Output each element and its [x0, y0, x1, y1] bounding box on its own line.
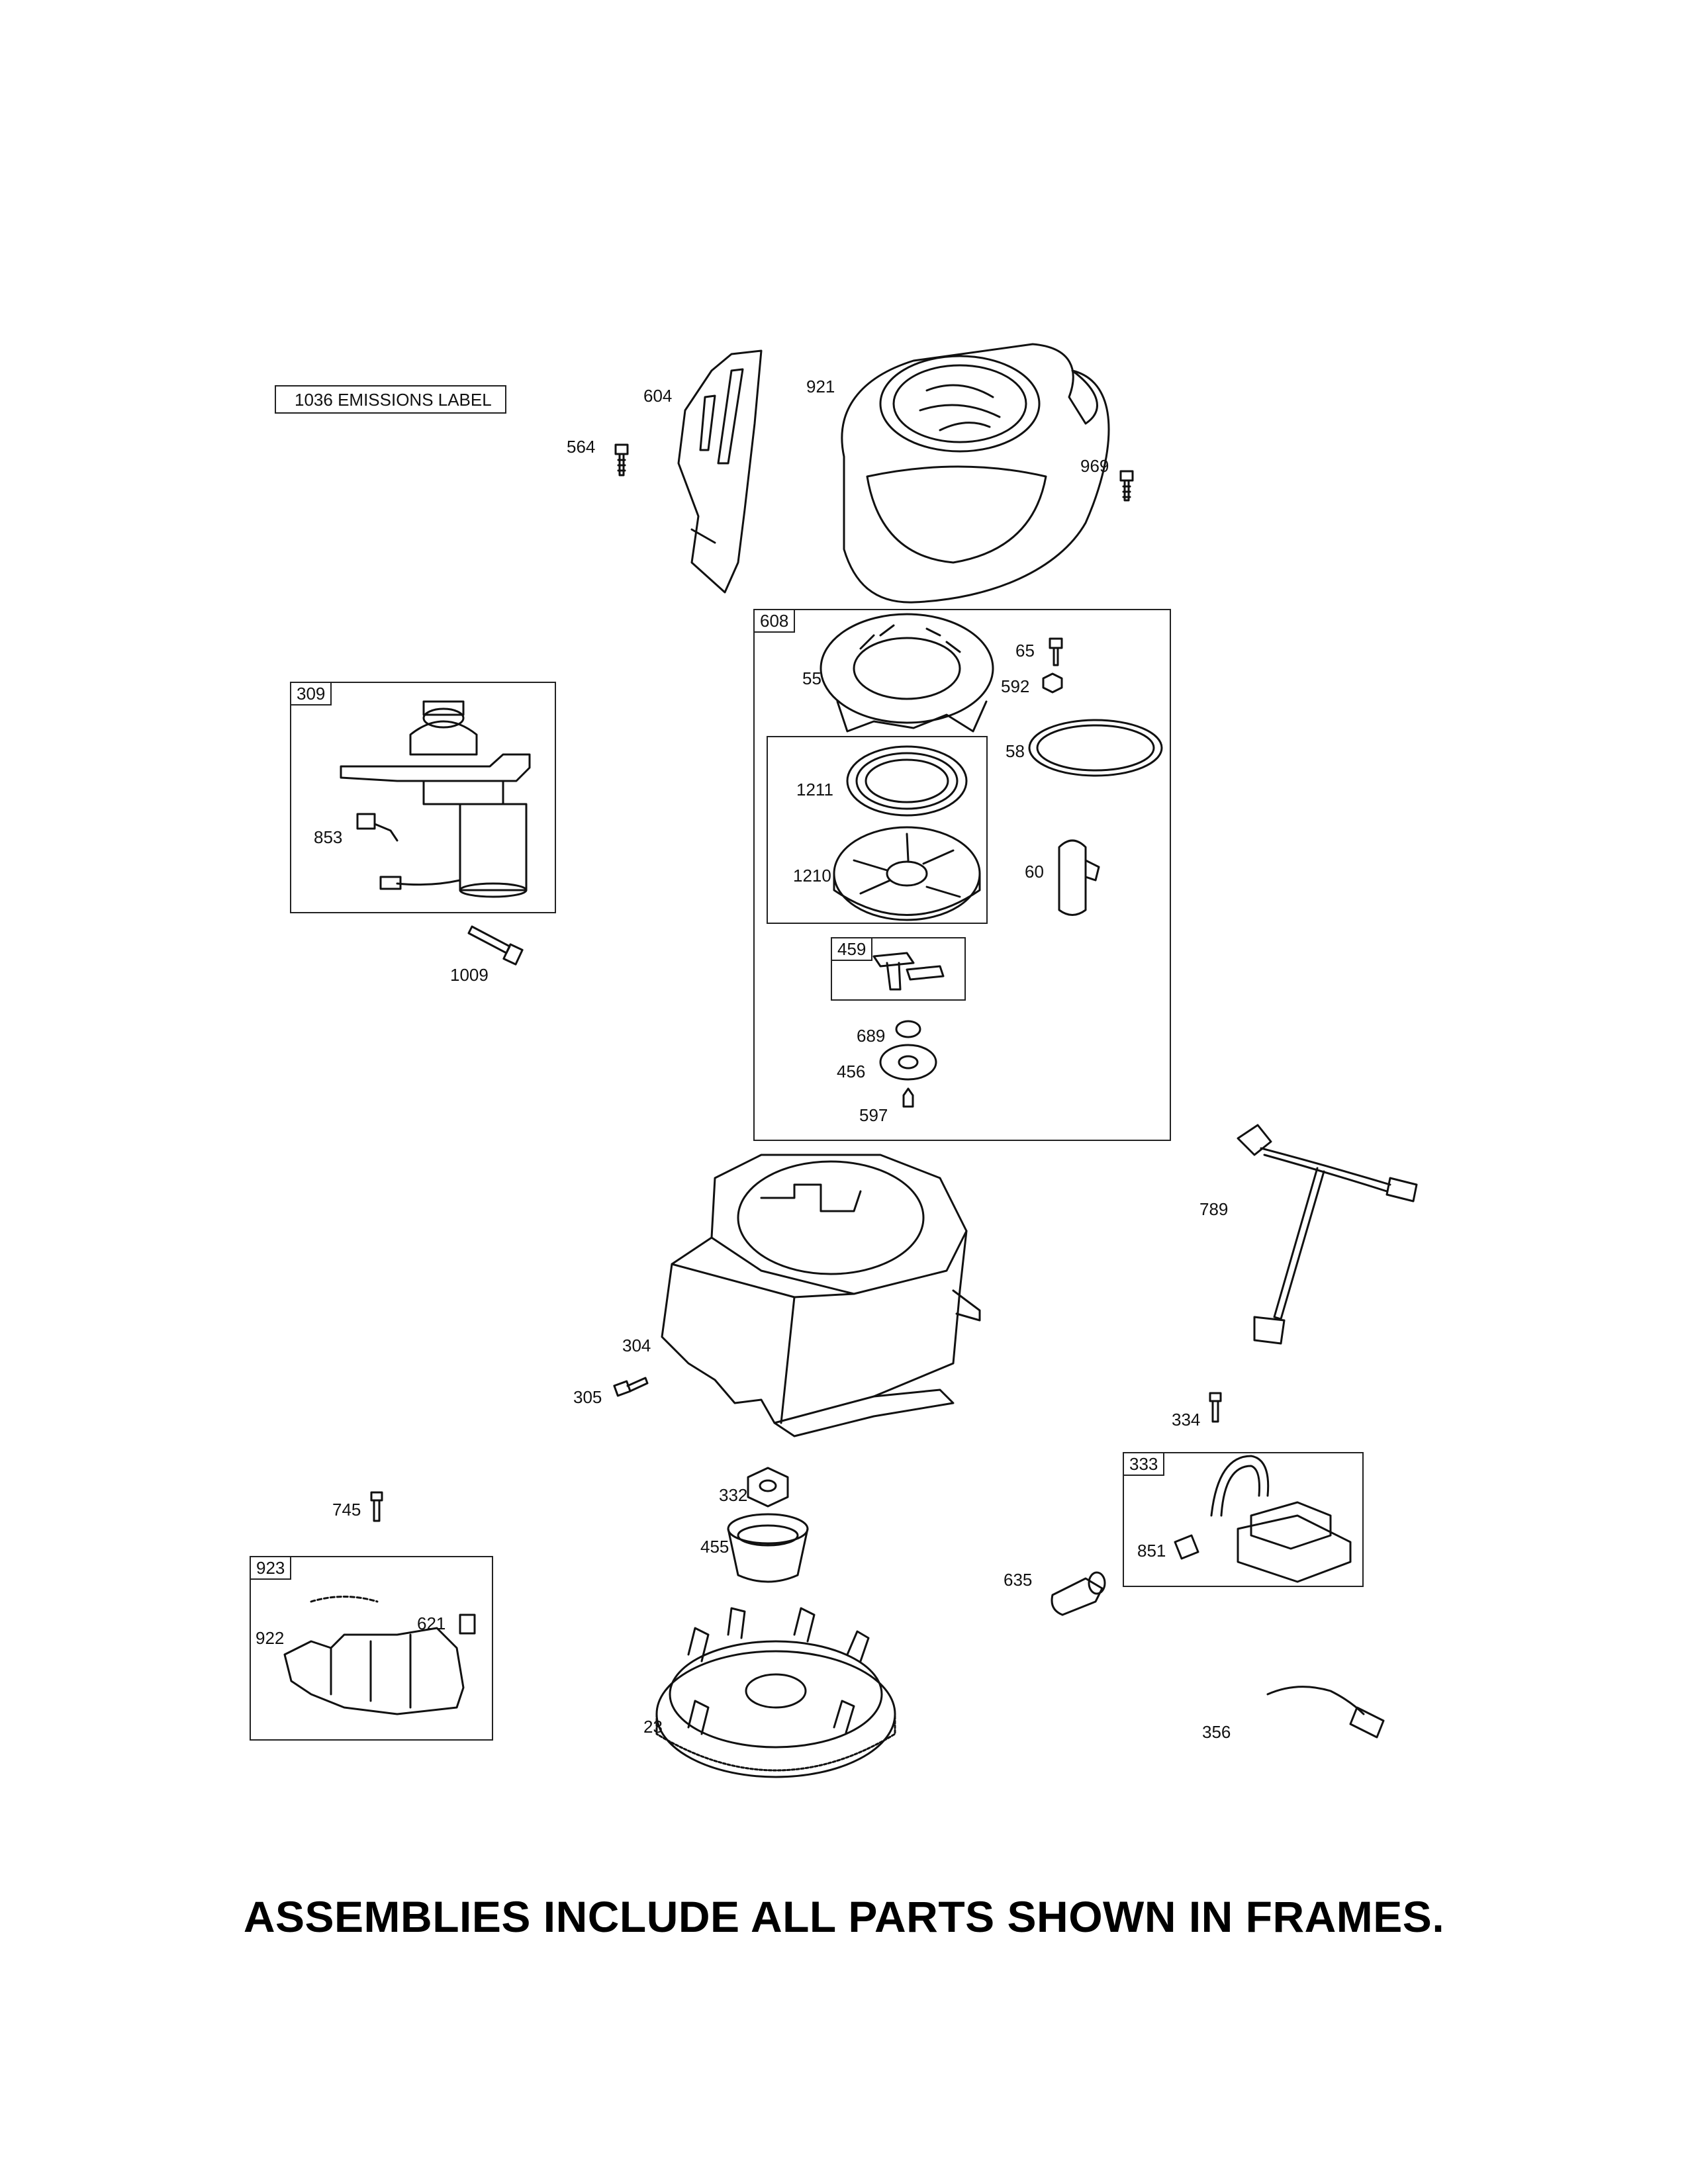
part-label-635: 635: [1004, 1570, 1033, 1590]
part-label-304: 304: [622, 1336, 651, 1355]
bolt-65-drawing: [1049, 637, 1063, 666]
assemblies-note: ASSEMBLIES INCLUDE ALL PARTS SHOWN IN FR…: [243, 1892, 1445, 1941]
part-label-1211: 1211: [796, 780, 833, 799]
part-label-969: 969: [1080, 456, 1109, 476]
part-label-455: 455: [700, 1537, 729, 1557]
blower-housing-drawing: [841, 343, 1110, 604]
emissions-label: 1036 EMISSIONS LABEL: [275, 385, 506, 414]
screw-564-drawing: [614, 443, 629, 477]
spring-1211-drawing: [846, 745, 968, 817]
frame-tag-333: 333: [1123, 1452, 1165, 1476]
assembly-frame-333: [1123, 1452, 1364, 1587]
pawl-459-drawing: [872, 952, 945, 991]
frame-tag-608: 608: [753, 609, 796, 633]
part-label-851: 851: [1137, 1541, 1166, 1561]
starter-motor-drawing: [340, 700, 531, 898]
armature-333-drawing: [1210, 1455, 1352, 1583]
part-label-604: 604: [643, 386, 673, 406]
ring-689-drawing: [895, 1020, 921, 1038]
part-label-1009: 1009: [450, 965, 489, 985]
assembly-frame-608: [753, 609, 1171, 1141]
cup-455-drawing: [727, 1513, 809, 1583]
side-shield-drawing: [677, 349, 763, 594]
part-label-621: 621: [417, 1614, 446, 1633]
frame-tag-309: 309: [290, 682, 332, 705]
pulley-1210-drawing: [833, 826, 981, 921]
boot-635-drawing: [1051, 1571, 1106, 1616]
part-label-1210: 1210: [793, 866, 831, 886]
part-label-334: 334: [1172, 1410, 1201, 1430]
screw-969-drawing: [1119, 470, 1134, 502]
wire-356-drawing: [1266, 1686, 1385, 1739]
terminal-851-drawing: [1174, 1534, 1199, 1560]
part-label-60: 60: [1025, 862, 1044, 882]
blower-base-drawing: [661, 1154, 981, 1437]
assembly-frame-459: [831, 937, 966, 1001]
part-label-592: 592: [1001, 676, 1030, 696]
cup-456-drawing: [879, 1044, 937, 1081]
part-label-305: 305: [573, 1387, 602, 1407]
part-label-597: 597: [859, 1105, 888, 1125]
assembly-frame-309: [290, 682, 556, 913]
part-label-853: 853: [314, 827, 343, 847]
part-label-921: 921: [806, 377, 835, 396]
nut-332-drawing: [747, 1467, 789, 1508]
screw-745-drawing: [370, 1491, 383, 1522]
part-label-745: 745: [332, 1500, 361, 1520]
part-label-789: 789: [1199, 1199, 1229, 1219]
part-label-23: 23: [643, 1717, 663, 1737]
frame-tag-459: 459: [831, 937, 873, 961]
harness-789-drawing: [1237, 1124, 1418, 1345]
screw-305-drawing: [613, 1377, 649, 1397]
flywheel-23-drawing: [655, 1607, 896, 1778]
screw-597-drawing: [902, 1087, 914, 1108]
part-label-58: 58: [1006, 741, 1025, 761]
part-label-65: 65: [1015, 641, 1035, 660]
screw-334-drawing: [1209, 1392, 1222, 1423]
part-label-456: 456: [837, 1062, 866, 1081]
assembly-frame-inner-pulley: [767, 736, 988, 924]
bracket-923-drawing: [283, 1596, 476, 1715]
part-label-564: 564: [567, 437, 596, 457]
part-label-55: 55: [802, 668, 821, 688]
nut-592-drawing: [1042, 672, 1063, 694]
frame-tag-923: 923: [250, 1556, 292, 1580]
part-label-332: 332: [719, 1485, 748, 1505]
handle-60-drawing: [1058, 839, 1100, 916]
rope-58-drawing: [1028, 719, 1163, 777]
assembly-frame-923: [250, 1556, 493, 1741]
bolt-1009-drawing: [467, 925, 524, 966]
part-label-356: 356: [1202, 1722, 1231, 1742]
part-label-922: 922: [256, 1628, 285, 1648]
part-label-689: 689: [857, 1026, 886, 1046]
rewind-housing-drawing: [820, 613, 994, 733]
